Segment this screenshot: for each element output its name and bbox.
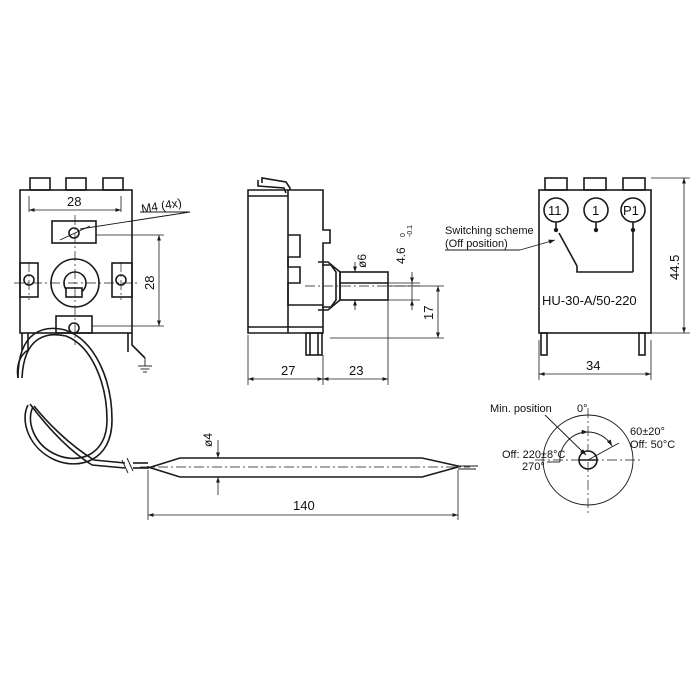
- switching-scheme-line1: Switching scheme: [445, 225, 534, 237]
- rear-view: 11 1 P1 HU-30-A/50-220 Switching scheme …: [445, 177, 690, 380]
- flat-tol-upper: 0: [400, 233, 407, 237]
- front-top-width-label: 28: [67, 194, 81, 209]
- side-view: ø6 4.6 0 -0.1 17 27 23: [247, 177, 444, 385]
- svg-text:P1: P1: [623, 203, 639, 218]
- bulb-diameter-label: ø4: [201, 433, 215, 447]
- flat-label: 4.6: [394, 247, 408, 264]
- zero-deg-label: 0°: [577, 403, 588, 415]
- shaft-length-label: 17: [421, 306, 436, 320]
- rear-height-label: 44.5: [667, 255, 682, 280]
- bulb-length-label: 140: [293, 498, 315, 513]
- min-position-label: Min. position: [490, 403, 552, 415]
- shaft-diameter-label: ø6: [355, 254, 369, 268]
- side-body: [247, 189, 331, 334]
- switching-scheme-line2: (Off position): [445, 238, 508, 250]
- off-50-label: Off: 50°C: [630, 439, 675, 451]
- rear-body: [538, 189, 652, 334]
- sensor-bulb: [147, 457, 459, 478]
- front-body: [19, 189, 133, 334]
- svg-text:1: 1: [592, 203, 599, 218]
- range-label: 60±20°: [630, 426, 665, 438]
- front-view: 28 M4 (4x) 28: [14, 177, 191, 379]
- thread-label: M4 (4x): [140, 196, 182, 216]
- dial-diagram: Min. position 0° 60±20° Off: 50°C Off: 2…: [490, 403, 675, 515]
- deg-270-label: 270°: [522, 461, 545, 473]
- capillary-bulb: ø4 140: [17, 327, 478, 520]
- shaft-offset-label: 23: [349, 363, 363, 378]
- flat-tol-lower: -0.1: [407, 225, 414, 237]
- rear-width-label: 34: [586, 358, 600, 373]
- body-depth-label: 27: [281, 363, 295, 378]
- model-label: HU-30-A/50-220: [542, 293, 637, 308]
- svg-text:11: 11: [548, 203, 562, 218]
- off-220-label: Off: 220±8°C: [502, 449, 565, 461]
- front-hole-spacing-label: 28: [142, 276, 157, 290]
